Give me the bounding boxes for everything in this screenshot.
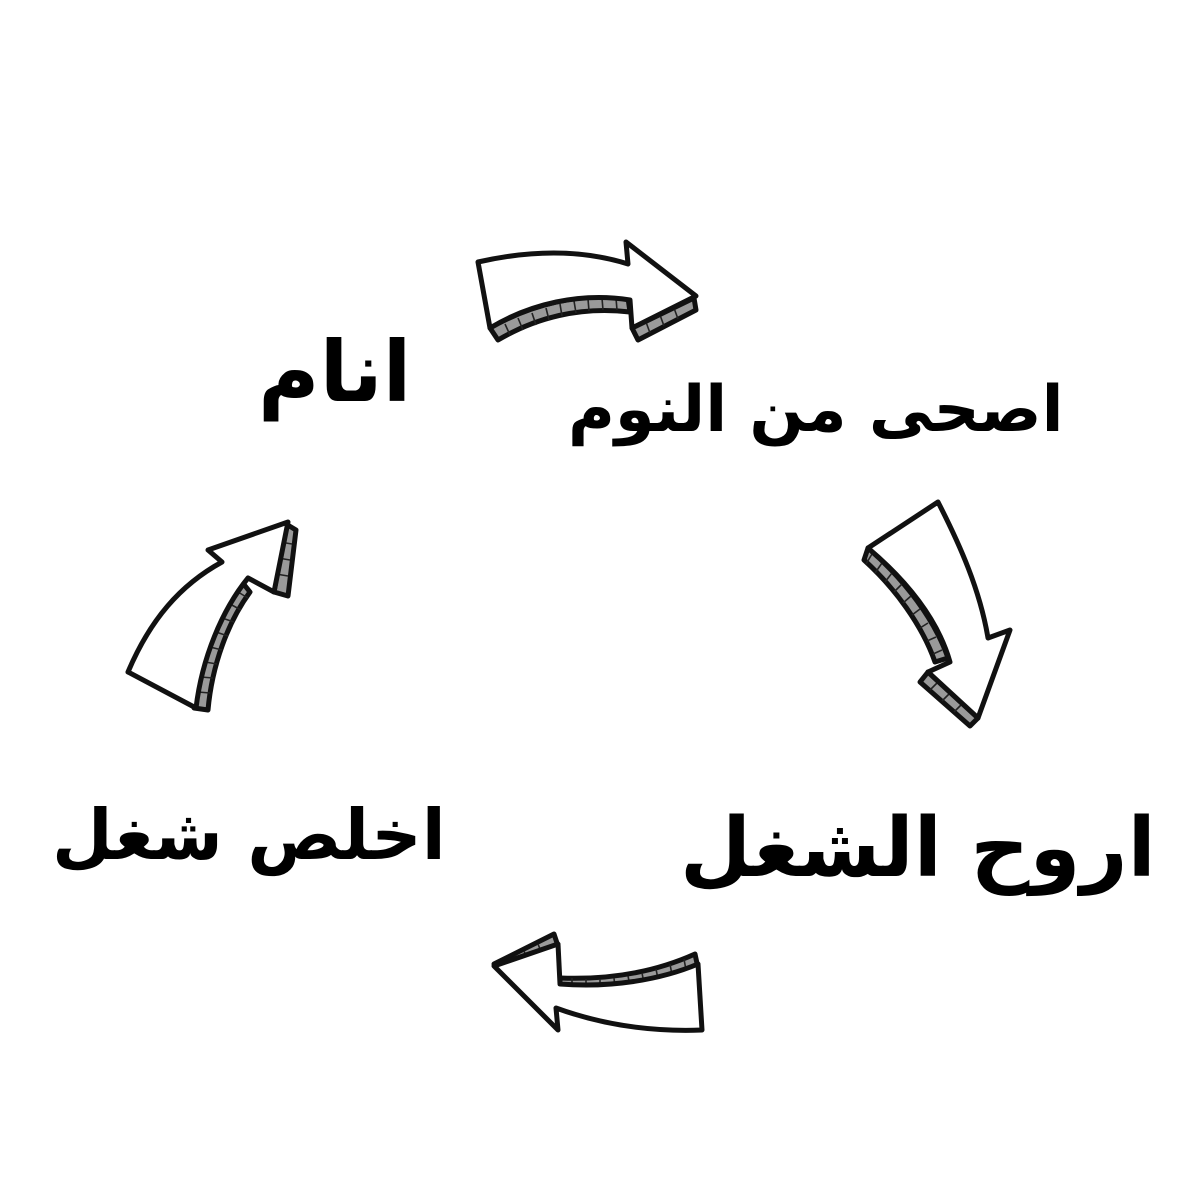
curved-arrow-up-icon — [125, 519, 299, 713]
step-label-wake-up: اصحى من النوم — [568, 373, 1064, 447]
step-label-finish-work: اخلص شغل — [52, 794, 446, 876]
step-label-go-to-work: اروح الشغل — [680, 801, 1156, 896]
curved-arrow-left-icon — [491, 931, 705, 1033]
curved-arrow-down-icon — [861, 499, 1013, 729]
curved-arrow-right-icon — [475, 239, 699, 343]
step-label-sleep: انام — [258, 323, 412, 421]
